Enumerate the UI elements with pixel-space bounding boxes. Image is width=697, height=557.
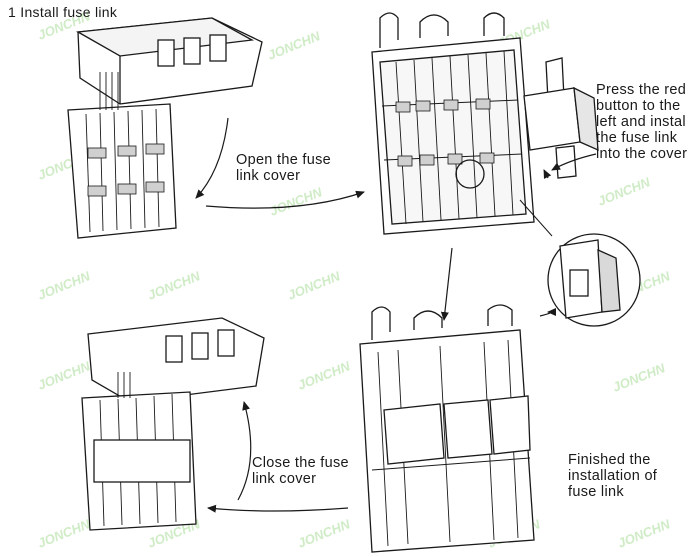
- watermark-logo: JONCHN: [36, 516, 93, 551]
- red-button-detail: [547, 233, 641, 327]
- fuse-holder-finished: [359, 304, 535, 553]
- watermark-logo: JONCHN: [36, 268, 93, 303]
- fuse-holder-cover-closed: [67, 17, 263, 239]
- watermark-logo: JONCHN: [596, 174, 653, 209]
- arrow-close-cover: [237, 401, 252, 501]
- watermark-logo: JONCHN: [296, 358, 353, 393]
- page-title: 1 Install fuse link: [8, 4, 118, 20]
- watermark-logo: JONCHN: [266, 28, 323, 63]
- watermark-logo: JONCHN: [36, 358, 93, 393]
- arrow-fuse-up: [543, 169, 552, 179]
- fuse-holder-open: [371, 12, 553, 237]
- arrow-to-detail: [539, 308, 557, 317]
- label-open-cover: Open the fuse link cover: [236, 152, 331, 184]
- watermark-logo: JONCHN: [616, 516, 673, 551]
- watermark-logo: JONCHN: [611, 360, 668, 395]
- arrow-open-cover: [195, 117, 229, 199]
- watermark-logo: JONCHN: [286, 268, 343, 303]
- arrow-to-close: [207, 504, 349, 513]
- flow-arrows: [195, 117, 597, 513]
- label-close-cover: Close the fuse link cover: [252, 455, 349, 487]
- watermark-logo: JONCHN: [146, 268, 203, 303]
- arrow-fuse-in: [551, 153, 597, 171]
- label-finished: Finished the installation of fuse link: [568, 452, 658, 500]
- watermark-logo: JONCHN: [268, 184, 325, 219]
- arrow-down: [440, 247, 453, 321]
- fuse-holder-cover-closing: [81, 317, 265, 531]
- label-press-button: Press the red button to the left and ins…: [596, 82, 688, 162]
- watermark-logo: JONCHN: [296, 516, 353, 551]
- fuse-link: [523, 57, 599, 179]
- arrow-to-open-holder: [205, 190, 365, 209]
